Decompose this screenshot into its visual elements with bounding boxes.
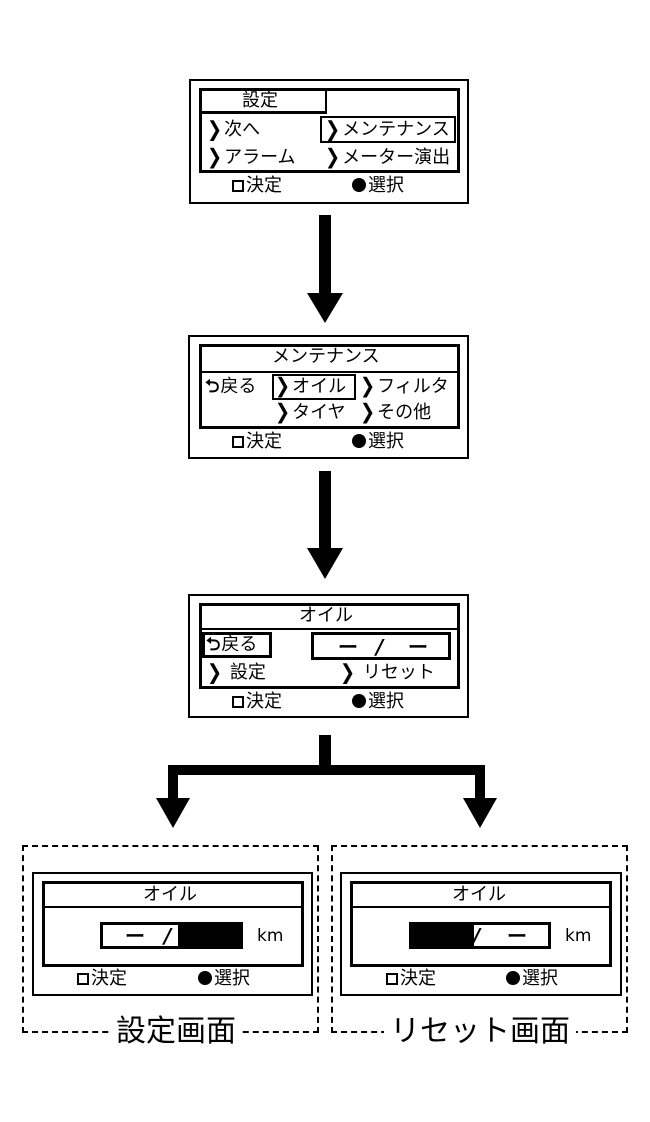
selection-highlight bbox=[202, 632, 272, 658]
unit-label: km bbox=[257, 926, 284, 946]
chevron-right-icon: ❯ bbox=[275, 400, 291, 425]
title-divider bbox=[45, 906, 301, 908]
value-separator: / bbox=[376, 635, 384, 659]
menu-item-next[interactable]: ❯次へ bbox=[207, 117, 261, 142]
filled-circle-icon bbox=[352, 434, 366, 448]
back-button[interactable]: ⮌戻る bbox=[206, 634, 258, 655]
oil-reset-value-field[interactable]: / ー bbox=[409, 922, 551, 949]
oil-reset-title: オイル bbox=[452, 884, 506, 905]
confirm-hint: 決定 bbox=[232, 177, 282, 195]
arrow-maintenance-to-oil bbox=[307, 471, 343, 579]
chevron-right-icon: ❯ bbox=[275, 374, 291, 399]
oil-setting-frame bbox=[42, 881, 304, 967]
chevron-right-icon: ❯ bbox=[207, 660, 223, 685]
maintenance-screen bbox=[188, 335, 469, 459]
oil-reset-frame bbox=[350, 881, 612, 967]
menu-item-maintenance[interactable]: ❯メンテナンス bbox=[325, 117, 450, 142]
branch-oil-to-subscreens bbox=[156, 735, 497, 828]
chevron-right-icon: ❯ bbox=[360, 400, 376, 425]
chevron-right-icon: ❯ bbox=[207, 145, 223, 170]
menu-item-other[interactable]: ❯その他 bbox=[360, 400, 432, 425]
confirm-hint: 決定 bbox=[232, 433, 282, 451]
chevron-right-icon: ❯ bbox=[325, 117, 341, 142]
filled-circle-icon bbox=[352, 178, 366, 192]
square-button-icon bbox=[386, 973, 398, 985]
title-divider bbox=[202, 628, 457, 630]
settings-frame bbox=[199, 88, 460, 173]
selection-highlight bbox=[320, 116, 456, 143]
square-button-icon bbox=[232, 436, 244, 448]
value-left: ー bbox=[125, 924, 145, 948]
select-hint: 選択 bbox=[352, 177, 404, 195]
oil-setting-value-field[interactable]: ー / bbox=[100, 922, 243, 949]
setting-screen-caption: 設定画面 bbox=[110, 1017, 242, 1047]
arrow-settings-to-maintenance bbox=[307, 215, 343, 323]
menu-item-setting[interactable]: ❯ 設定 bbox=[207, 660, 266, 685]
filled-circle-icon bbox=[198, 971, 212, 985]
menu-item-alarm[interactable]: ❯アラーム bbox=[207, 145, 296, 170]
editing-highlight bbox=[178, 925, 240, 946]
settings-title-tab bbox=[201, 90, 327, 114]
square-button-icon bbox=[232, 696, 244, 708]
value-right: ー bbox=[408, 635, 428, 659]
select-hint: 選択 bbox=[198, 970, 250, 988]
chevron-right-icon: ❯ bbox=[340, 660, 356, 685]
oil-frame bbox=[199, 603, 460, 689]
menu-item-meter-effect[interactable]: ❯メーター演出 bbox=[325, 145, 451, 170]
chevron-right-icon: ❯ bbox=[207, 117, 223, 142]
settings-title: 設定 bbox=[242, 90, 278, 111]
back-button[interactable]: ⮌戻る bbox=[205, 376, 257, 397]
maintenance-frame bbox=[199, 344, 460, 429]
menu-item-tire[interactable]: ❯タイヤ bbox=[275, 400, 346, 425]
title-divider bbox=[353, 906, 609, 908]
value-separator: / bbox=[473, 924, 481, 948]
square-button-icon bbox=[77, 973, 89, 985]
menu-item-oil[interactable]: ❯オイル bbox=[275, 374, 347, 399]
menu-item-filter[interactable]: ❯フィルタ bbox=[360, 374, 449, 399]
reset-screen-caption: リセット画面 bbox=[384, 1017, 576, 1047]
oil-value-display: ー / ー bbox=[311, 632, 451, 660]
confirm-hint: 決定 bbox=[232, 693, 282, 711]
editing-highlight bbox=[412, 925, 474, 946]
value-left: ー bbox=[338, 635, 358, 659]
confirm-hint: 決定 bbox=[386, 970, 436, 988]
confirm-hint: 決定 bbox=[77, 970, 127, 988]
select-hint: 選択 bbox=[352, 693, 404, 711]
return-arrow-icon: ⮌ bbox=[206, 634, 221, 655]
return-arrow-icon: ⮌ bbox=[205, 376, 220, 397]
title-divider bbox=[202, 371, 457, 373]
chevron-right-icon: ❯ bbox=[360, 374, 376, 399]
value-separator: / bbox=[164, 924, 172, 948]
select-hint: 選択 bbox=[352, 433, 404, 451]
square-button-icon bbox=[232, 180, 244, 192]
select-hint: 選択 bbox=[506, 970, 558, 988]
chevron-right-icon: ❯ bbox=[325, 145, 341, 170]
selection-highlight bbox=[272, 374, 356, 400]
maintenance-title: メンテナンス bbox=[272, 346, 380, 367]
menu-item-reset[interactable]: ❯ リセット bbox=[340, 660, 435, 685]
filled-circle-icon bbox=[352, 694, 366, 708]
oil-title: オイル bbox=[299, 605, 353, 626]
filled-circle-icon bbox=[506, 971, 520, 985]
unit-label: km bbox=[565, 926, 592, 946]
value-right: ー bbox=[507, 924, 527, 948]
oil-setting-title: オイル bbox=[143, 884, 197, 905]
